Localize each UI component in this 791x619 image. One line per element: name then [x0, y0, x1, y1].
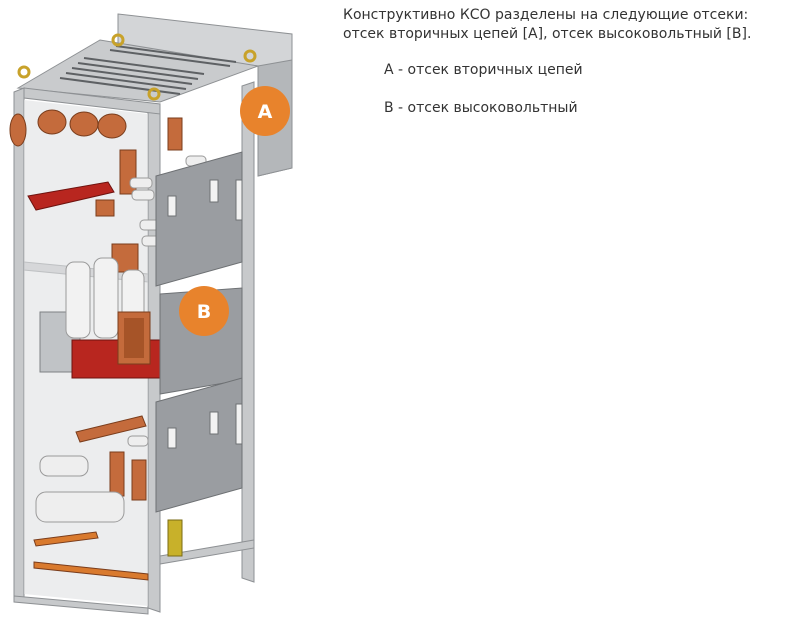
- door-panels: [155, 151, 243, 513]
- compartment-legend: А - отсек вторичных цепей В - отсек высо…: [343, 61, 788, 118]
- busbar-bottom: [75, 415, 147, 501]
- insulators-bottom: [35, 435, 149, 523]
- badge-b: B: [179, 286, 229, 336]
- circuit-breaker: [39, 257, 173, 379]
- badge-a: A: [240, 86, 290, 136]
- vent-grille: [59, 45, 237, 95]
- roof: [16, 33, 260, 103]
- cable-clamp: [167, 519, 183, 557]
- legend-item-b: В - отсек высоковольтный: [384, 100, 578, 116]
- busbar-top: [9, 109, 183, 273]
- base-rails: [33, 531, 149, 581]
- intro-text: Конструктивно КСО разделены на следующие…: [343, 7, 752, 42]
- description: Конструктивно КСО разделены на следующие…: [343, 6, 788, 137]
- panel-handles: [167, 179, 243, 449]
- switchgear-illustration: A B: [0, 0, 330, 619]
- badge-a-label: A: [258, 101, 273, 123]
- lifting-eye: [17, 33, 257, 101]
- legend-item-a: А - отсек вторичных цепей: [384, 62, 583, 78]
- badge-b-label: B: [197, 301, 211, 323]
- red-bracket: [27, 181, 115, 211]
